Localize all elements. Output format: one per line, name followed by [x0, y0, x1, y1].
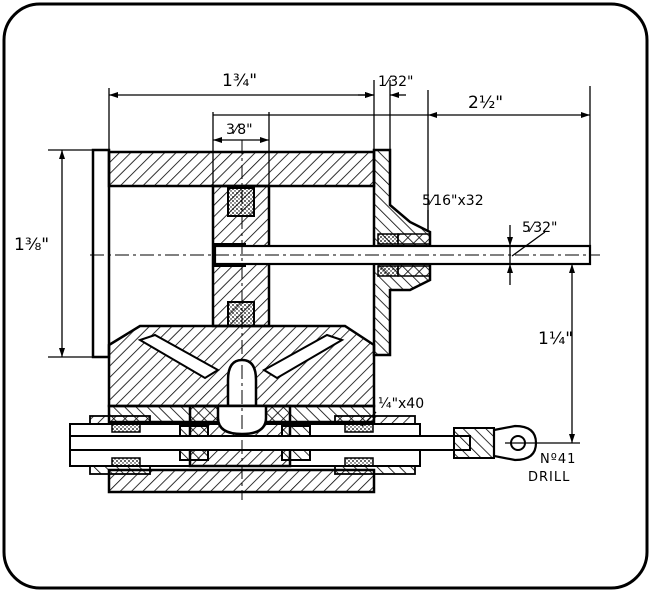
label-gland-thread: 5⁄16"x32 [422, 193, 484, 209]
gland-right-b [344, 457, 374, 467]
port-right [262, 333, 345, 380]
label-bearing: 3⁄8" [226, 122, 253, 138]
gland-nut-b [377, 265, 399, 277]
leader-shaftdia [511, 231, 546, 257]
eye-nut [453, 427, 495, 459]
dimension-lines [48, 80, 591, 444]
gland-left-b [111, 457, 141, 467]
gland-sleeve-b [397, 265, 431, 277]
label-flange: 1⁄32" [378, 74, 414, 90]
label-pipe-thread: ¼"x40 [378, 396, 424, 412]
passage-wall-left-b [89, 465, 151, 475]
label-shaft-dia: 5⁄32" [522, 220, 558, 236]
label-centre-height: 1¼" [538, 329, 573, 349]
gland-nut [377, 233, 399, 245]
leader-pipe [361, 411, 377, 427]
label-height: 1⅜" [14, 235, 49, 255]
left-end-plate [91, 148, 111, 359]
port-left [137, 333, 220, 380]
cross-rod [69, 435, 471, 451]
label-width: 1¾" [222, 71, 257, 91]
passage-wall-left [89, 415, 151, 425]
passage-wall-right [334, 415, 416, 425]
packing-lower [227, 301, 255, 327]
packing-upper [227, 187, 255, 217]
centre-lines [90, 140, 600, 500]
label-drill: DRILL [528, 470, 570, 485]
gland-right [344, 423, 374, 433]
cross-rod-assembly [69, 424, 538, 462]
gland-left [111, 423, 141, 433]
passage-wall-right-b [334, 465, 416, 475]
label-drill-number: Nº41 [540, 452, 576, 467]
label-shaft-length: 2½" [468, 93, 503, 113]
dimension-labels: 1¾" 1⁄32" 2½" 3⁄8" 1⅜" 5⁄16"x32 5⁄32" 1¼… [14, 71, 576, 485]
gland-sleeve [397, 233, 431, 245]
